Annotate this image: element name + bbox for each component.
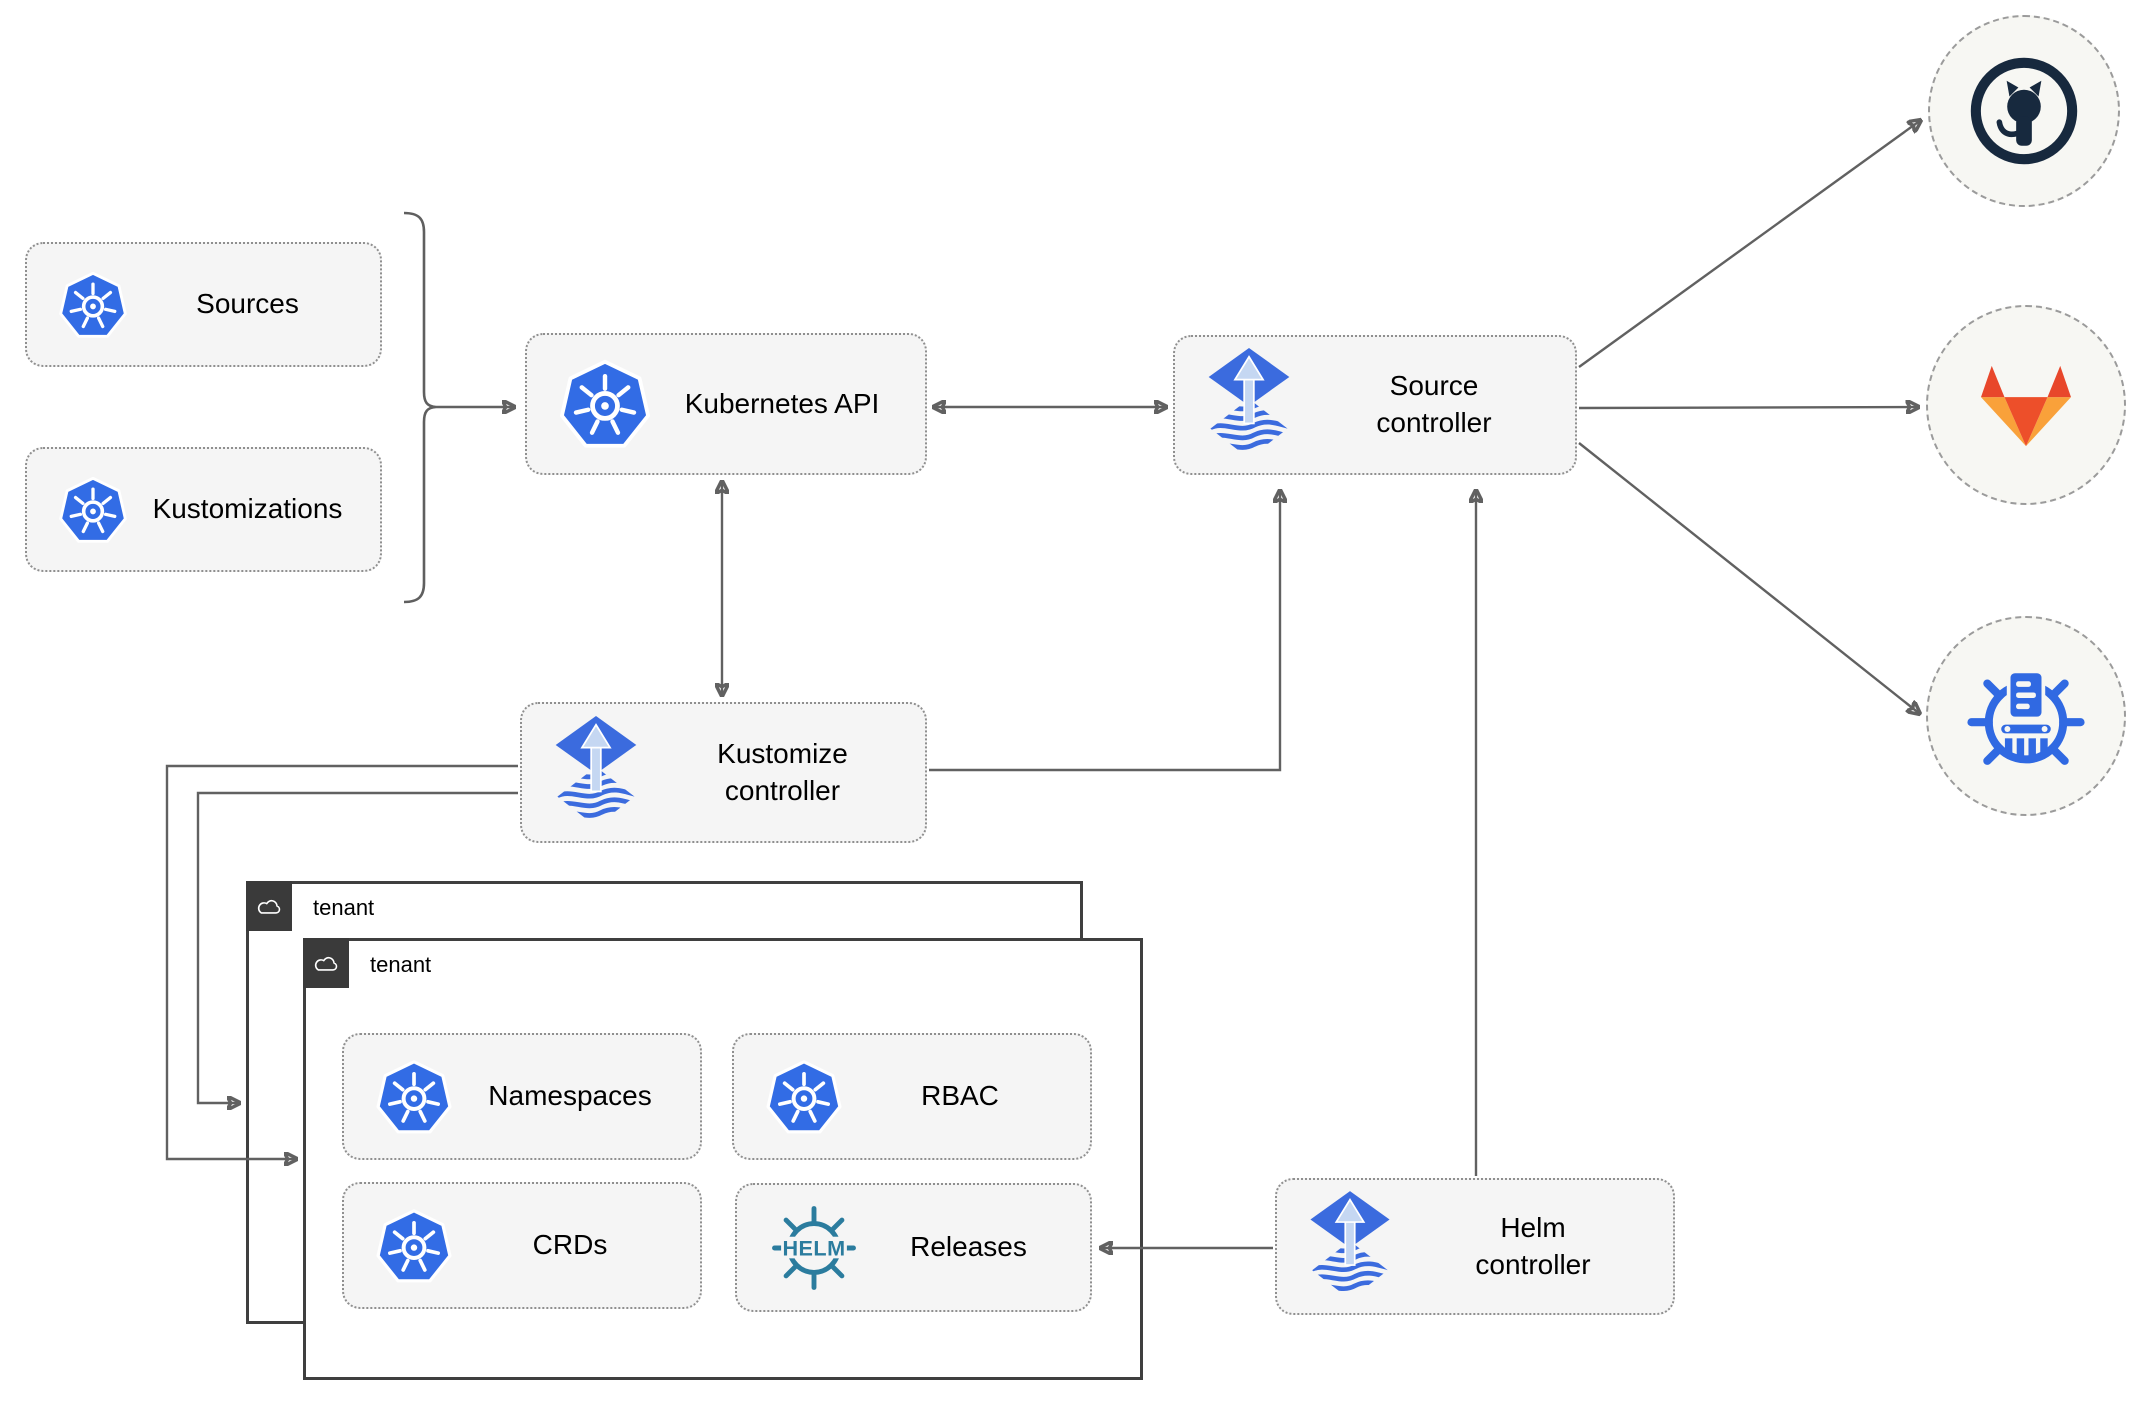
- external-github: [1928, 15, 2120, 207]
- brace-sources-kustomizations: [403, 211, 437, 604]
- node-kubernetes-api-label: Kubernetes API: [684, 387, 880, 419]
- kubernetes-icon: [376, 1208, 452, 1283]
- node-kustomize-controller-label: Kustomize controller: [717, 737, 848, 806]
- node-kustomize-controller: Kustomize controller: [520, 702, 927, 843]
- node-helm-controller: Helm controller: [1275, 1178, 1675, 1315]
- kubernetes-icon: [58, 271, 128, 338]
- flux-icon: [1205, 348, 1293, 462]
- connector-source-to-github: [1578, 120, 1921, 368]
- kubernetes-icon: [557, 356, 653, 452]
- node-rbac: RBAC: [732, 1033, 1092, 1160]
- flux-icon: [1307, 1191, 1393, 1303]
- external-gitlab: [1926, 305, 2126, 505]
- flux-icon: [552, 716, 640, 830]
- helm-logo-text: HELM: [782, 1235, 845, 1260]
- node-source-controller-label: Source controller: [1376, 370, 1492, 438]
- connector-source-to-chartmuseum: [1578, 442, 1920, 714]
- node-kustomizations-label: Kustomizations: [152, 493, 343, 525]
- kubernetes-icon: [376, 1059, 452, 1134]
- node-releases: HELM Releases: [735, 1183, 1092, 1312]
- tenant-front-label: tenant: [370, 952, 432, 977]
- kubernetes-icon: [58, 476, 128, 543]
- node-kustomizations: Kustomizations: [25, 447, 382, 572]
- kubernetes-icon: [766, 1059, 842, 1134]
- gitlab-icon: [1981, 365, 2071, 447]
- cloud-icon: [246, 881, 292, 931]
- connector-source-to-gitlab: [1578, 407, 1919, 408]
- node-kubernetes-api: Kubernetes API: [525, 333, 927, 475]
- cloud-icon: [303, 938, 349, 988]
- node-sources-label: Sources: [196, 288, 299, 320]
- connector-kustomize-to-source-controller: [929, 490, 1280, 772]
- node-helm-controller-label: Helm controller: [1475, 1211, 1591, 1280]
- helm-icon: HELM: [772, 1205, 856, 1290]
- node-rbac-label: RBAC: [921, 1080, 999, 1112]
- node-namespaces-label: Namespaces: [488, 1080, 652, 1112]
- external-chartmuseum: [1926, 616, 2126, 816]
- node-namespaces: Namespaces: [342, 1033, 702, 1160]
- node-sources: Sources: [25, 242, 382, 367]
- node-source-controller: Source controller: [1173, 335, 1577, 475]
- github-icon: [1970, 57, 2078, 165]
- node-crds: CRDs: [342, 1182, 702, 1309]
- chartmuseum-icon: [1967, 669, 2085, 765]
- tenant-back-label: tenant: [313, 895, 375, 920]
- node-releases-label: Releases: [910, 1231, 1027, 1263]
- node-crds-label: CRDs: [532, 1229, 608, 1261]
